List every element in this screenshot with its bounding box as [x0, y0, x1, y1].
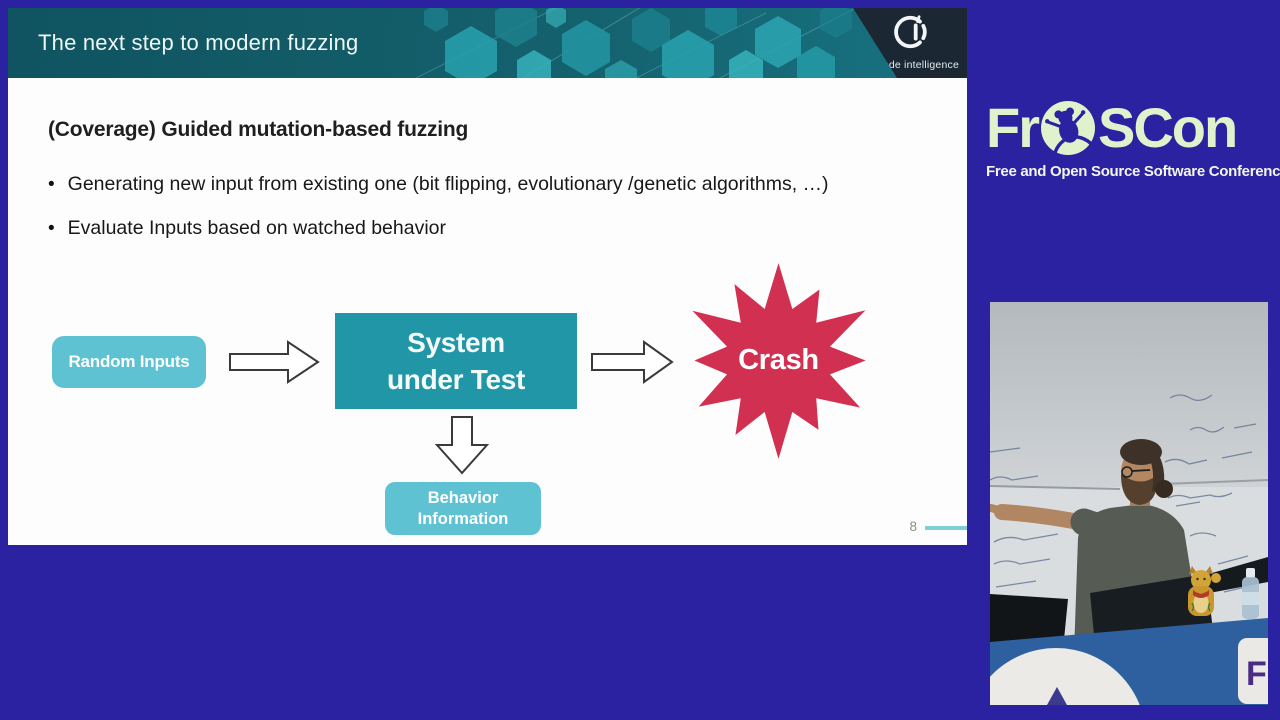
bullet-glyph: •	[48, 218, 55, 239]
presenter-beard	[1121, 474, 1156, 505]
water-bottle	[1242, 568, 1259, 619]
slide-header: The next step to modern fuzzing	[8, 8, 967, 78]
arrow-right-icon	[591, 340, 674, 384]
arrow-right-icon	[229, 340, 320, 384]
bullet-text: Evaluate Inputs based on watched behavio…	[67, 217, 447, 239]
presentation-slide: The next step to modern fuzzing	[8, 8, 967, 545]
bullet-list: • Generating new input from existing one…	[48, 166, 860, 254]
frog-in-circle-icon	[1041, 101, 1095, 156]
bullet-glyph: •	[48, 174, 55, 195]
webcam-feed: F	[990, 302, 1268, 705]
webcam-scene	[990, 302, 1268, 705]
page-number-accent-line	[925, 526, 967, 530]
diagram-system-under-test-box: System under Test	[335, 313, 577, 409]
podium-letter-card	[1238, 638, 1268, 704]
behavior-label-line2: Information	[417, 509, 509, 528]
lucky-cat-figurine	[1188, 566, 1221, 616]
diagram-random-inputs-box: Random Inputs	[52, 336, 206, 388]
arrow-down-icon	[435, 416, 489, 475]
slide-header-title: The next step to modern fuzzing	[38, 30, 359, 55]
diagram-behavior-information-box: Behavior Information	[385, 482, 541, 535]
slide-page-number: 8	[909, 519, 917, 534]
starburst-icon	[692, 263, 866, 459]
code-intelligence-logo-icon	[894, 15, 927, 49]
bullet-text: Generating new input from existing one (…	[67, 173, 829, 195]
random-inputs-label: Random Inputs	[68, 352, 190, 371]
logo-text-scon: SCon	[1098, 96, 1238, 159]
logo-text-fr: Fr	[986, 96, 1040, 159]
hexagon-pattern-decoration	[416, 8, 856, 78]
podium-circle-detail	[1047, 687, 1067, 705]
brand-name-label: code intelligence	[877, 59, 959, 71]
diagram-crash-starburst: Crash	[676, 258, 881, 463]
crash-label: Crash	[738, 344, 819, 376]
slide-heading: (Coverage) Guided mutation-based fuzzing	[48, 118, 469, 141]
froscon-wordmark: Fr SCon	[986, 98, 1270, 158]
froscon-podium-circle	[990, 648, 1140, 705]
system-label-line2: under Test	[386, 364, 526, 395]
podium-letter: F	[1246, 655, 1267, 693]
bullet-item: • Evaluate Inputs based on watched behav…	[48, 210, 860, 247]
behavior-label-line1: Behavior	[427, 488, 499, 507]
system-label-line1: System	[407, 327, 505, 358]
froscon-tagline: Free and Open Source Software Conference	[986, 163, 1280, 180]
presenter-glasses	[1121, 466, 1151, 478]
presenter-hair-bun	[1155, 480, 1173, 498]
brand-panel: code intelligence	[853, 8, 967, 78]
bullet-item: • Generating new input from existing one…	[48, 166, 860, 203]
froscon-logo: Fr SCon Free and Open Source Software Co…	[986, 98, 1280, 181]
